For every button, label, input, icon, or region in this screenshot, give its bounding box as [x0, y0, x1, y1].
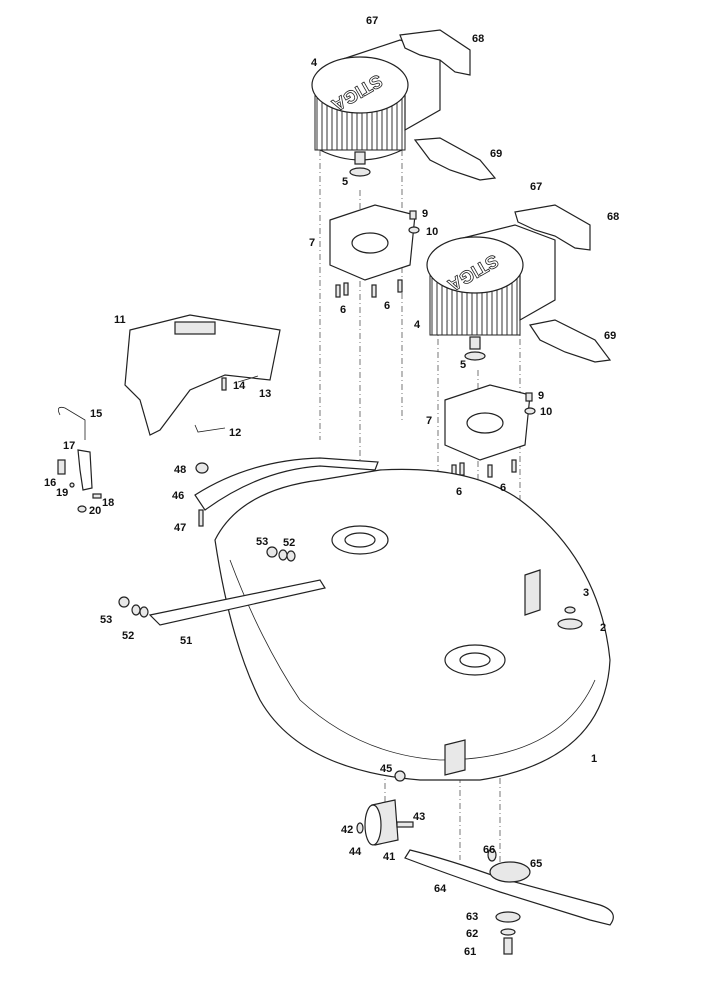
seal-5-upper — [349, 167, 371, 177]
screws-6-lower — [451, 459, 517, 478]
discharge-chute — [124, 314, 281, 436]
callout-2: 2 — [600, 622, 606, 634]
callout-6: 6 — [340, 304, 346, 316]
spindle-2 — [557, 618, 583, 630]
callout-48: 48 — [174, 464, 186, 476]
callout-9: 9 — [538, 390, 544, 402]
right-bracket — [524, 569, 541, 616]
callout-12: 12 — [229, 427, 241, 439]
callout-6: 6 — [500, 482, 506, 494]
callout-16: 16 — [44, 477, 56, 489]
callout-63: 63 — [466, 911, 478, 923]
screws-6-upper — [335, 279, 403, 298]
bolt-14 — [221, 377, 227, 391]
bolt-61 — [503, 937, 513, 955]
callout-4: 4 — [311, 57, 318, 69]
cover-bracket-68-upper — [399, 29, 471, 76]
callout-3: 3 — [583, 587, 589, 599]
bolt-9-lower — [525, 392, 533, 402]
pin-15 — [57, 406, 86, 440]
rod-12 — [194, 424, 226, 433]
callout-66: 66 — [483, 844, 495, 856]
callout-67: 67 — [366, 15, 378, 27]
spring-13 — [237, 375, 259, 383]
washer-20 — [77, 505, 87, 513]
bolt-47 — [198, 509, 204, 527]
callout-1: 1 — [591, 753, 597, 765]
callout-42: 42 — [341, 824, 353, 836]
nuts-washers-52-53 — [118, 546, 296, 618]
callout-5: 5 — [342, 176, 348, 188]
washer-62 — [500, 928, 516, 936]
callout-53: 53 — [100, 614, 112, 626]
front-bracket — [444, 739, 466, 776]
callout-4: 4 — [414, 319, 421, 331]
callout-65: 65 — [530, 858, 542, 870]
callout-61: 61 — [464, 946, 476, 958]
callout-68: 68 — [472, 33, 484, 45]
callout-44: 44 — [349, 846, 362, 858]
callout-52: 52 — [283, 537, 295, 549]
callout-64: 64 — [434, 883, 447, 895]
link-arm-51 — [148, 579, 326, 626]
callout-6: 6 — [456, 486, 462, 498]
callout-20: 20 — [89, 505, 101, 517]
callout-10: 10 — [540, 406, 552, 418]
lever-17 — [77, 449, 93, 491]
hub-65 — [489, 861, 531, 883]
spring-16 — [57, 459, 66, 475]
key-66 — [487, 848, 497, 862]
cover-plate-69-upper — [413, 137, 497, 181]
callout-10: 10 — [426, 226, 438, 238]
cover-bracket-68-lower — [514, 204, 591, 251]
washer-63 — [495, 911, 521, 923]
callout-69: 69 — [490, 148, 502, 160]
callout-19: 19 — [56, 487, 68, 499]
callout-62: 62 — [466, 928, 478, 940]
callout-68: 68 — [607, 211, 619, 223]
nut-19 — [69, 482, 75, 488]
axle-41 — [396, 821, 414, 828]
seal-5-lower — [464, 351, 486, 361]
nut-45 — [394, 770, 406, 782]
callout-7: 7 — [309, 237, 315, 249]
bolt-9-upper — [409, 210, 417, 220]
callout-47: 47 — [174, 522, 186, 534]
callout-14: 14 — [233, 380, 246, 392]
cover-plate-69-lower — [529, 319, 612, 363]
callout-11: 11 — [114, 314, 126, 326]
callout-45: 45 — [380, 763, 392, 775]
callout-5: 5 — [460, 359, 466, 371]
motor-cover-upper: STIGA — [311, 39, 441, 165]
cutting-deck — [214, 468, 611, 781]
side-rail-46 — [194, 457, 379, 511]
callout-15: 15 — [90, 408, 102, 420]
callout-67: 67 — [530, 181, 542, 193]
motor-cover-lower: STIGA — [426, 224, 556, 350]
callout-52: 52 — [122, 630, 134, 642]
blade-64 — [404, 849, 614, 926]
callout-6: 6 — [384, 300, 390, 312]
callout-43: 43 — [413, 811, 425, 823]
callout-69: 69 — [604, 330, 616, 342]
callout-51: 51 — [180, 635, 192, 647]
cap-3 — [564, 606, 576, 614]
washer-10-lower — [524, 407, 536, 415]
washer-42 — [356, 822, 364, 834]
callout-41: 41 — [383, 851, 395, 863]
callout-17: 17 — [63, 440, 75, 452]
screw-18 — [92, 493, 102, 499]
callout-53: 53 — [256, 536, 268, 548]
callout-18: 18 — [102, 497, 114, 509]
nut-48 — [195, 462, 209, 474]
callout-9: 9 — [422, 208, 428, 220]
washer-10-upper — [408, 226, 420, 234]
callout-7: 7 — [426, 415, 432, 427]
callout-46: 46 — [172, 490, 184, 502]
callout-13: 13 — [259, 388, 271, 400]
